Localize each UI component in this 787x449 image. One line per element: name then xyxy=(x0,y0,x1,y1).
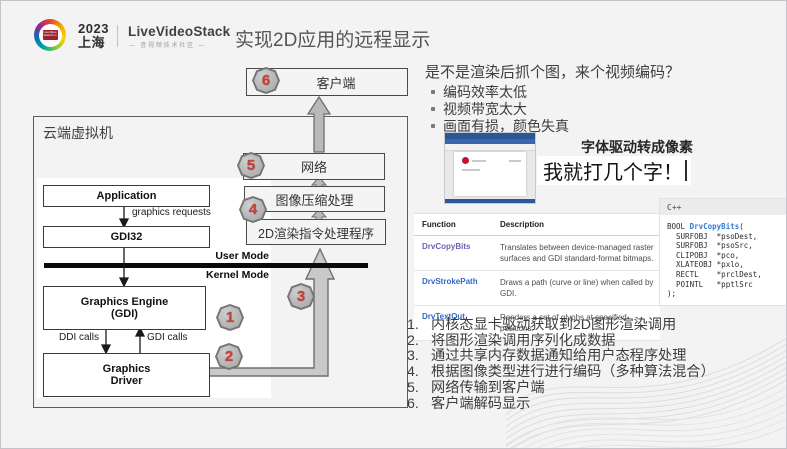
graphics-engine-line1: Graphics Engine xyxy=(80,296,169,308)
stamp-6: 6 xyxy=(252,67,280,94)
code-line: RECTL *prclDest, xyxy=(667,269,762,279)
step-item: 3.通过共享内存数据通知给用户态程序处理 xyxy=(407,348,687,365)
stamp-2: 2 xyxy=(215,343,243,370)
box-2d-render-handler: 2D渲染指令处理程序 xyxy=(246,219,386,245)
word-titlebar xyxy=(445,133,535,139)
word-text-line xyxy=(462,169,480,171)
function-description: Renders a set of glyphs at specified pos… xyxy=(500,313,627,333)
function-link: DrvStrokePath xyxy=(422,277,478,286)
conference-year: 2023 xyxy=(78,21,109,36)
graphics-requests-label: graphics requests xyxy=(132,207,211,218)
kernel-mode-label: Kernel Mode xyxy=(205,269,269,281)
step-item: 1.内核态显卡驱动获取到2D图形渲染调用 xyxy=(407,317,677,333)
word-ribbon xyxy=(445,144,535,151)
typing-demo-box: 我就打几个字！ xyxy=(537,156,691,185)
code-line: ); xyxy=(667,289,677,299)
stamp-5: 5 xyxy=(237,152,265,179)
code-function-name: DrvCopyBits xyxy=(689,222,740,231)
question-text: 是不是渲染后抓个图，来个视频编码？ xyxy=(425,64,681,81)
conference-year-city: 2023 上海 xyxy=(78,22,109,50)
code-line: SURFOBJ *psoSrc, xyxy=(667,241,753,251)
col-description: Description xyxy=(500,220,545,229)
bullet-item: 画面有损，颜色失真 xyxy=(431,116,569,136)
code-line: SURFOBJ *psoDest, xyxy=(667,231,758,241)
ddi-calls-label: DDI calls xyxy=(59,332,100,343)
bullet-text: 视频带宽太大 xyxy=(443,101,527,117)
cloud-vm-label: 云端虚拟机 xyxy=(43,125,113,141)
box-network: 网络 xyxy=(243,153,385,180)
brand-tagline: — 音视频技术社区 — xyxy=(129,43,207,49)
header-divider xyxy=(117,25,118,47)
function-link: DrvCopyBits xyxy=(422,242,471,251)
bullet-text: 画面有损，颜色失真 xyxy=(443,118,569,134)
page-title: 实现2D应用的远程显示 xyxy=(235,30,431,51)
cloud-vm-container xyxy=(33,116,408,408)
word-document-page xyxy=(454,152,526,196)
box-graphics-engine: Graphics Engine (GDI) xyxy=(43,286,206,330)
bullet-item: 编码效率太低 xyxy=(431,82,527,102)
mode-divider-line xyxy=(44,263,368,268)
word-status-bar xyxy=(445,199,535,203)
function-description: Draws a path (curve or line) when called… xyxy=(500,278,654,298)
stamp-3: 3 xyxy=(287,283,315,310)
graphics-driver-line1: Graphics xyxy=(102,363,151,375)
conference-logo-center: LiveVideo StackCon xyxy=(38,23,62,47)
table-row: DrvStrokePath Draws a path (curve or lin… xyxy=(414,271,660,306)
box-graphics-driver: Graphics Driver xyxy=(43,353,210,397)
bullet-dot-icon xyxy=(431,124,435,128)
conference-city: 上海 xyxy=(78,35,106,50)
word-app-thumbnail xyxy=(444,132,536,204)
stamp-1: 1 xyxy=(216,304,244,331)
step-item: 5.网络传输到客户端 xyxy=(407,379,545,396)
code-snippet: C++ BOOL DrvCopyBits( SURFOBJ *psoDest, … xyxy=(659,198,786,306)
box-application: Application xyxy=(43,185,210,207)
word-ribbon-tabs xyxy=(445,139,535,144)
graphics-engine-line2: (GDI) xyxy=(111,308,138,320)
code-line: POINTL *pptlSrc xyxy=(667,279,753,289)
conference-logo-badge: LiveVideo StackCon xyxy=(42,30,58,40)
graphics-driver-line2: Driver xyxy=(110,375,143,387)
col-function: Function xyxy=(422,220,456,229)
table-row: DrvCopyBits Translates between device-ma… xyxy=(414,236,660,271)
gdi-calls-label: GDI calls xyxy=(147,332,188,343)
bullet-item: 视频带宽太大 xyxy=(431,99,527,119)
user-mode-label: User Mode xyxy=(215,250,269,262)
code-line: BOOL DrvCopyBits( xyxy=(667,222,744,231)
word-red-logo-icon xyxy=(462,157,469,164)
code-language-tab: C++ xyxy=(660,199,786,215)
arrow-network-to-client xyxy=(306,95,332,153)
word-text-line xyxy=(472,160,486,162)
driver-function-table: Function Description DrvCopyBits Transla… xyxy=(414,213,660,341)
word-text-line xyxy=(509,160,521,162)
function-description: Translates between device-managed raster… xyxy=(500,243,654,263)
step-item: 6.客户端解码显示 xyxy=(407,395,531,412)
stamp-4: 4 xyxy=(239,196,267,223)
box-image-compression: 图像压缩处理 xyxy=(244,186,385,212)
text-cursor xyxy=(685,160,687,181)
code-line: CLIPOBJ *pco, xyxy=(667,250,740,260)
brand-logo: LiveVideoStack xyxy=(128,24,231,39)
step-item: 4.根据图像类型进行进行编码（多种算法混合） xyxy=(407,364,715,381)
function-link: DrvTextOut xyxy=(422,312,465,321)
code-line: XLATEOBJ *pxlo, xyxy=(667,260,744,270)
code-body: BOOL DrvCopyBits( SURFOBJ *psoDest, SURF… xyxy=(660,215,786,305)
bullet-dot-icon xyxy=(431,90,435,94)
conference-logo-icon: LiveVideo StackCon xyxy=(34,19,66,51)
typing-text: 我就打几个字！ xyxy=(543,162,683,184)
table-header-row: Function Description xyxy=(414,214,660,236)
bullet-text: 编码效率太低 xyxy=(443,84,527,100)
font-driver-caption: 字体驱动转成像素 xyxy=(581,139,693,155)
box-gdi32: GDI32 xyxy=(43,226,210,248)
process-steps-list: 1.内核态显卡驱动获取到2D图形渲染调用 2.将图形渲染调用序列化成数据 3.通… xyxy=(407,317,737,412)
bullet-dot-icon xyxy=(431,107,435,111)
